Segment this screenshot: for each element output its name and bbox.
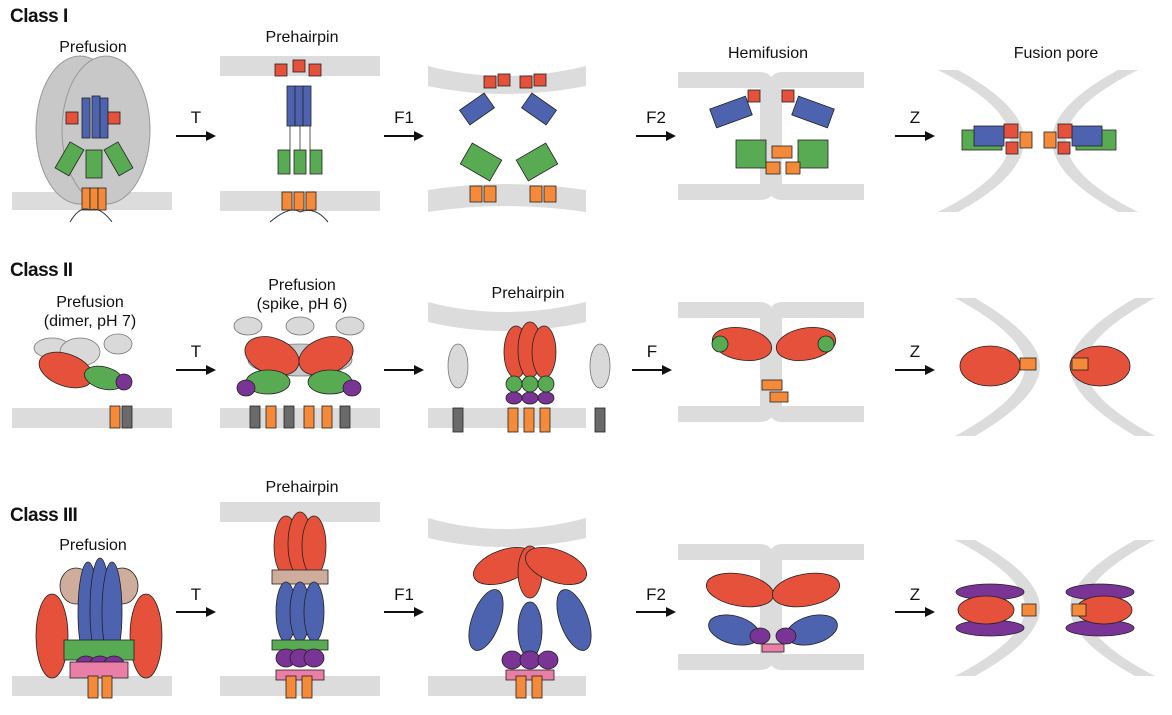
class-iii-prehairpin-figure [220, 502, 380, 698]
class-iii-intermediate-figure [428, 518, 598, 698]
class-iii-fusion-pore-figure [955, 540, 1155, 676]
class-ii-fusion-pore-figure [955, 298, 1155, 436]
class-i-intermediate-figure [428, 66, 586, 212]
class-i-hemifusion-figure [678, 72, 864, 200]
class-ii-row [12, 298, 1155, 436]
class-iii-hemifusion-figure [678, 544, 864, 670]
class-i-fusion-pore-figure [938, 70, 1138, 212]
class-ii-prehairpin-figure [428, 302, 610, 432]
class-ii-hemifusion-figure [678, 302, 864, 422]
class-i-row [12, 56, 1138, 222]
class-iii-prefusion-figure [12, 558, 172, 698]
class-ii-prefusion-dimer-figure [12, 334, 172, 428]
class-i-prehairpin-figure [220, 56, 380, 222]
class-iii-row [12, 502, 1155, 698]
class-ii-prefusion-spike-figure [220, 317, 380, 428]
class-i-prefusion-figure [12, 56, 172, 222]
